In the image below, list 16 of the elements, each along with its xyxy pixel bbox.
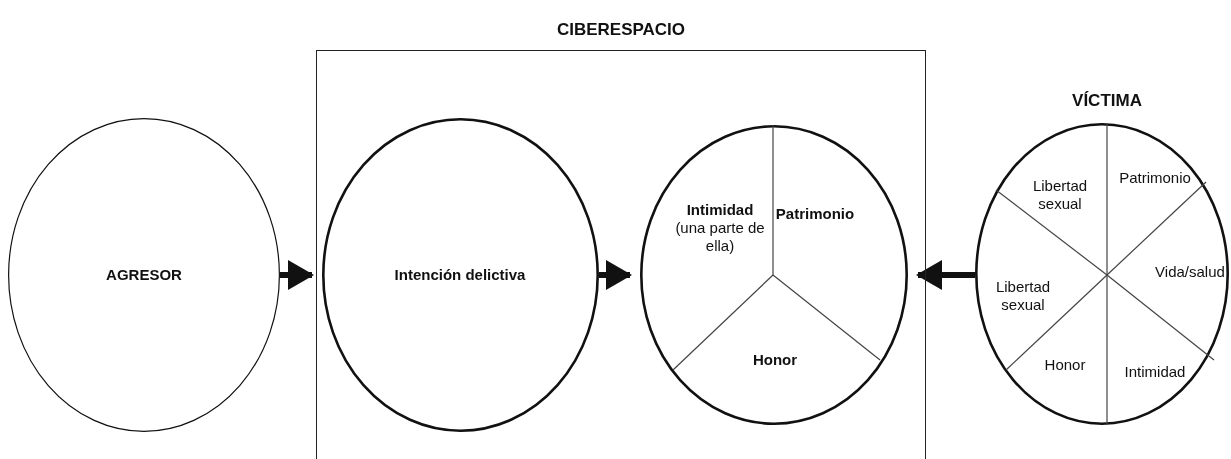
node-label: Intención delictiva (393, 266, 527, 284)
node-label: Intimidad (1123, 363, 1187, 381)
node-label: Intimidad (una parte de ella) (674, 201, 766, 255)
arrow (916, 260, 975, 290)
node-label: Honor (751, 351, 799, 369)
heading: VÍCTIMA (1071, 90, 1143, 112)
node-label: Patrimonio (774, 205, 856, 223)
node-label: Vida/salud (1154, 263, 1226, 281)
node-label: Libertad sexual (1031, 177, 1089, 213)
node-label: Patrimonio (1118, 169, 1192, 187)
node-label: AGRESOR (105, 266, 183, 284)
node-label: Honor (1043, 356, 1087, 374)
arrow (599, 260, 632, 290)
heading: CIBERESPACIO (555, 19, 687, 41)
node-label: Libertad sexual (994, 278, 1052, 314)
arrow (280, 260, 314, 290)
